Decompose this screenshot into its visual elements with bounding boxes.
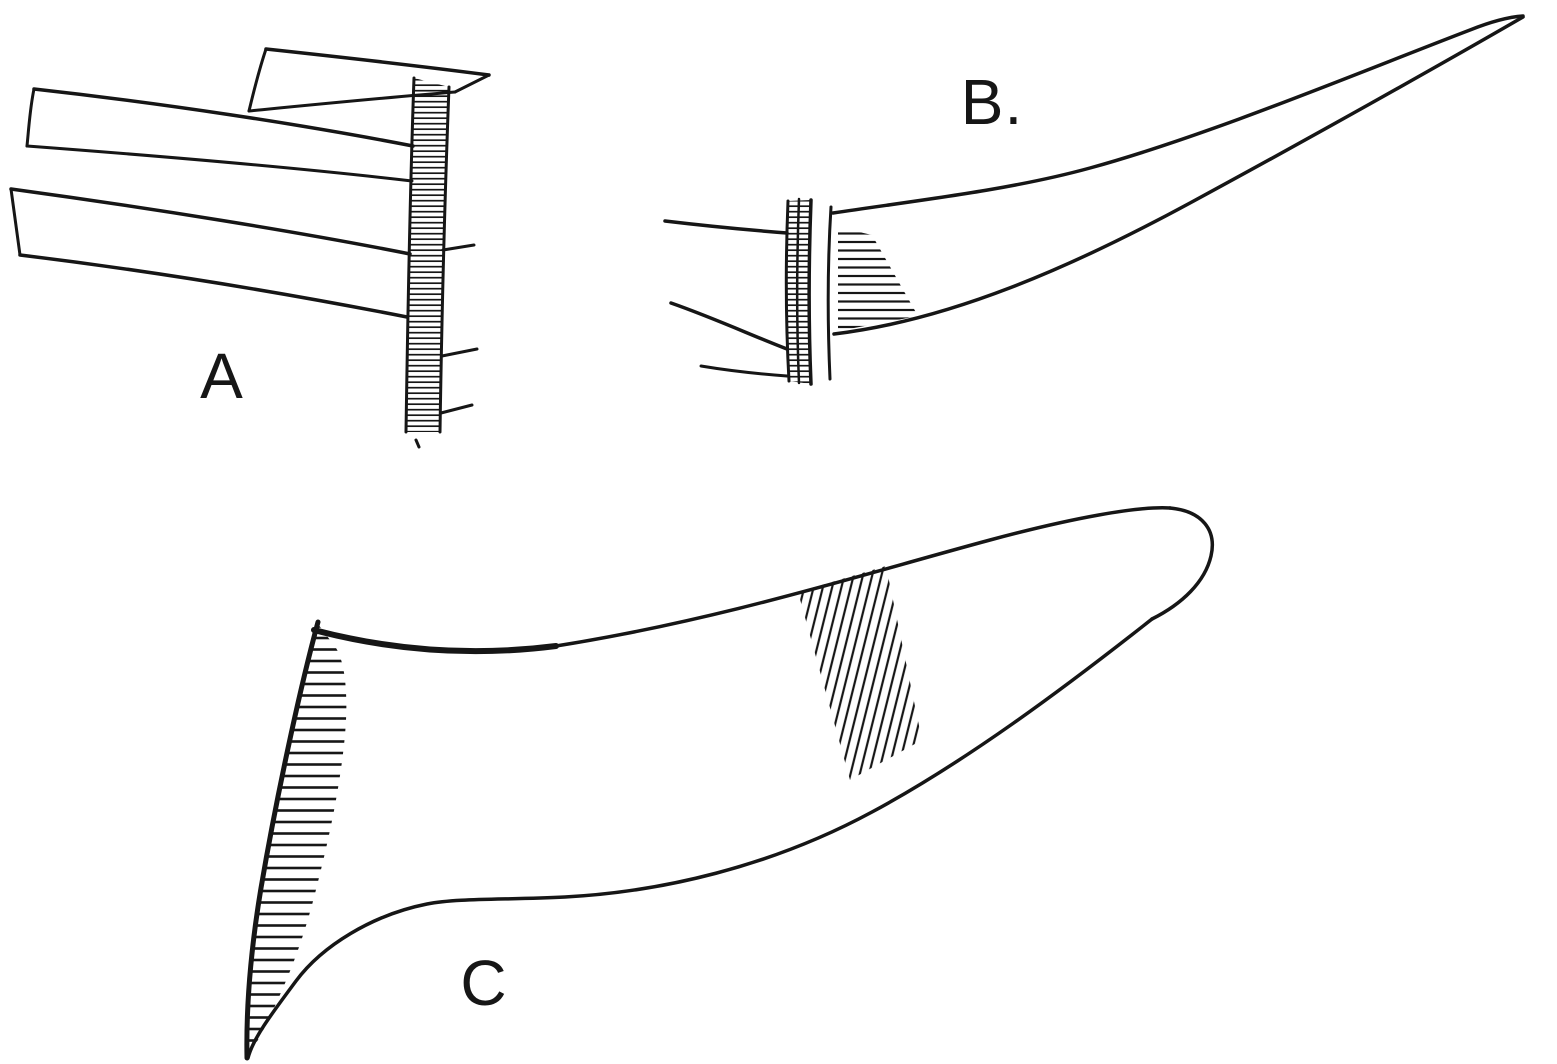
- blade-left-edge: [25, 87, 36, 148]
- claw-top-edge-base: [311, 627, 559, 655]
- leading-edge-hatching: [247, 624, 347, 1055]
- blade-bottom-edge: [247, 90, 457, 113]
- blade-top-edge: [32, 87, 415, 148]
- shaft-hatching: [406, 78, 449, 432]
- claw-tip: [1150, 506, 1214, 621]
- blade-band-hatching: [798, 566, 922, 780]
- figure-a-drawing: A: [9, 47, 491, 449]
- figure-a-label: A: [200, 340, 244, 412]
- figure-b-label: B.: [961, 66, 1023, 138]
- blade-bottom-edge: [25, 144, 414, 183]
- shaft-stub: [439, 403, 474, 415]
- shaft-stub: [440, 347, 479, 358]
- band-line: [784, 199, 791, 383]
- spine-base-hatching: [838, 227, 918, 331]
- cut-edge: [663, 219, 789, 235]
- blade-left-edge: [247, 47, 268, 113]
- band-line: [795, 197, 801, 385]
- cut-edge: [669, 301, 789, 351]
- claw-top-edge: [554, 506, 1172, 648]
- blade-top-edge: [9, 187, 412, 256]
- band-hatching: [786, 200, 811, 384]
- band-line: [826, 205, 833, 381]
- shaft-tip-mark: [414, 438, 421, 449]
- cut-edge: [699, 364, 789, 378]
- claw-bottom-edge: [246, 617, 1154, 1060]
- blade-right-edge: [453, 73, 491, 94]
- blade-top-edge: [264, 47, 491, 77]
- band-line: [807, 198, 813, 386]
- spine-bottom-edge: [832, 15, 1525, 336]
- blade-bottom-edge: [18, 253, 409, 319]
- shaft-stub: [441, 243, 476, 252]
- figure-b-drawing: B.: [663, 14, 1525, 386]
- blade-left-edge: [9, 187, 22, 257]
- claw-leading-edge: [244, 619, 321, 1061]
- spine-top-edge: [831, 14, 1525, 215]
- figure-c-label: C: [460, 947, 507, 1019]
- figure-c-drawing: C: [244, 506, 1214, 1061]
- shaft-left-edge: [404, 76, 416, 434]
